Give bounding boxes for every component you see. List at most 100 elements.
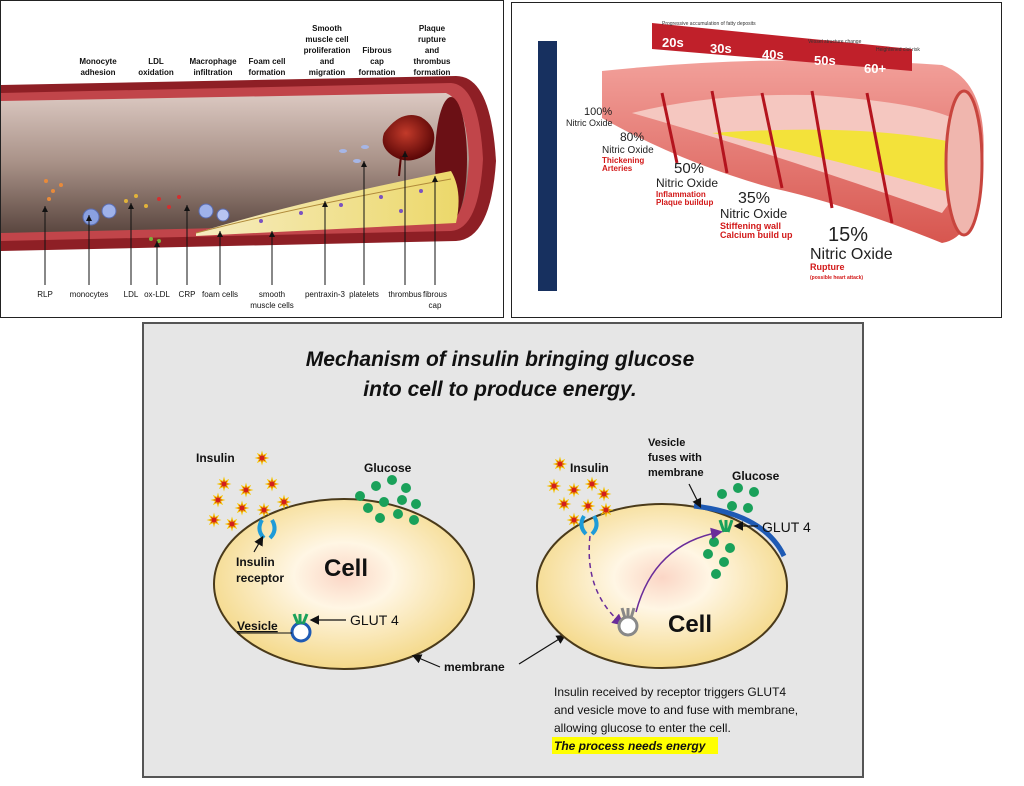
platelets: [339, 145, 369, 163]
component-pointer-head: [322, 201, 328, 207]
glucose-molecule-icon: [387, 475, 397, 485]
component-pointer-head: [361, 161, 367, 167]
component-pointer-head: [217, 231, 223, 237]
glucose-molecule-icon: [727, 501, 737, 511]
component-label: RLP: [37, 290, 53, 299]
stage-label: migration: [309, 68, 346, 77]
left-vesicle-icon: [290, 621, 312, 643]
glucose-molecule-icon: [711, 569, 721, 579]
energy-note: The process needs energy: [554, 739, 707, 753]
stage-label: Fibrous: [362, 46, 392, 55]
component-label: cap: [429, 301, 442, 310]
left-glucose-label: Glucose: [364, 461, 412, 475]
no-percent: 50%: [674, 160, 704, 177]
insulin-molecule-icon: [256, 502, 272, 518]
glucose-molecule-icon: [733, 483, 743, 493]
blue-bar: [538, 41, 557, 291]
insulin-molecule-icon: [276, 494, 292, 510]
explanation-line-3: allowing glucose to enter the cell.: [554, 721, 731, 735]
glucose-molecule-icon: [709, 537, 719, 547]
segment-dividers: [660, 90, 894, 224]
stage-label: Plaque: [419, 24, 446, 33]
glucose-molecule-icon: [401, 483, 411, 493]
left-glut4-icon: [292, 613, 309, 625]
stage-labels: MonocyteadhesionLDLoxidationMacrophagein…: [79, 24, 451, 77]
no-label: Nitric Oxide: [566, 118, 613, 128]
left-insulin-label: Insulin: [196, 451, 235, 465]
right-cell: [536, 503, 788, 669]
stage-label: formation: [414, 68, 451, 77]
stage-label: Smooth: [312, 24, 342, 33]
stage-label: cap: [370, 57, 384, 66]
right-glut-label: GLUT 4: [762, 519, 811, 535]
left-vesicle-label: Vesicle: [237, 619, 278, 633]
glucose-molecule-icon: [749, 487, 759, 497]
stage-label: Monocyte: [79, 57, 117, 66]
no-effect-label: Arteries: [602, 164, 633, 173]
vesicle-fuses-pointer: [688, 483, 702, 509]
glucose-molecule-icon: [363, 503, 373, 513]
header-small-label: Vessel structure change: [808, 39, 862, 45]
stage-label: formation: [359, 68, 396, 77]
decade-label: 50s: [814, 53, 836, 68]
explanation-line-1: Insulin received by receptor triggers GL…: [554, 685, 786, 699]
glucose-molecule-icon: [717, 489, 727, 499]
membrane-pointer-right: [518, 634, 567, 665]
vesicle-move-arrow: [635, 527, 723, 613]
monocyte-cells: [82, 203, 230, 226]
thrombus: [382, 115, 435, 161]
no-percent: 15%: [828, 224, 868, 246]
insulin-molecule-icon: [216, 476, 232, 492]
stage-label: and: [320, 57, 334, 66]
right-fused-vesicle-membrane: [693, 503, 787, 558]
right-cell-label: Cell: [668, 611, 712, 638]
energy-note-highlight: [552, 737, 718, 754]
decade-band: [652, 23, 912, 71]
component-pointer-head: [402, 151, 408, 157]
thrombus-stalk: [398, 155, 402, 177]
insulin-molecule-icon: [584, 476, 600, 492]
ldl-particles: [124, 194, 181, 243]
component-label: pentraxin-3: [305, 290, 346, 299]
stage-label: proliferation: [304, 46, 351, 55]
fibrous-cap-line: [195, 178, 452, 234]
component-pointer-head: [128, 203, 134, 209]
no-percent: 35%: [738, 190, 770, 207]
right-ghost-glut-icon: [620, 607, 636, 619]
component-label: muscle cells: [250, 301, 294, 310]
insulin-molecule-icon: [566, 512, 582, 528]
artery-opening: [944, 89, 984, 237]
artery-diagram: MonocyteadhesionLDLoxidationMacrophagein…: [1, 24, 496, 310]
decade-label: 40s: [762, 47, 784, 62]
no-effect-label: Plaque buildup: [656, 198, 713, 207]
no-label: Nitric Oxide: [720, 206, 787, 221]
glucose-molecule-icon: [371, 481, 381, 491]
component-label: smooth: [259, 290, 285, 299]
component-pointer-head: [42, 206, 48, 212]
stage-label: formation: [249, 68, 286, 77]
glucose-molecule-icon: [743, 503, 753, 513]
stage-label: adhesion: [80, 68, 115, 77]
insulin-molecule-icon: [206, 512, 222, 528]
insulin-molecule-icon: [546, 478, 562, 494]
insulin-molecule-icon: [552, 456, 568, 472]
insulin-molecule-icon: [596, 486, 612, 502]
left-receptor-label-1: Insulin: [236, 555, 275, 569]
insulin-molecule-icon: [566, 482, 582, 498]
glucose-molecule-icon: [375, 513, 385, 523]
component-pointer-head: [184, 205, 190, 211]
rlp-particles: [44, 179, 63, 201]
insulin-molecule-icon: [224, 516, 240, 532]
no-percent: 100%: [584, 106, 612, 118]
insulin-diagram: Mechanism of insulin bringing glucose in…: [196, 348, 811, 754]
no-effect-label: Inflammation: [656, 190, 706, 199]
decade-label: 30s: [710, 41, 732, 56]
no-effect-label: Rupture: [810, 262, 845, 272]
component-pointer-head: [432, 176, 438, 182]
receptor-pointer: [253, 535, 264, 553]
membrane-label: membrane: [444, 660, 505, 674]
glucose-molecule-icon: [411, 499, 421, 509]
component-label: platelets: [349, 290, 379, 299]
no-effect-label: (possible heart attack): [810, 275, 863, 281]
